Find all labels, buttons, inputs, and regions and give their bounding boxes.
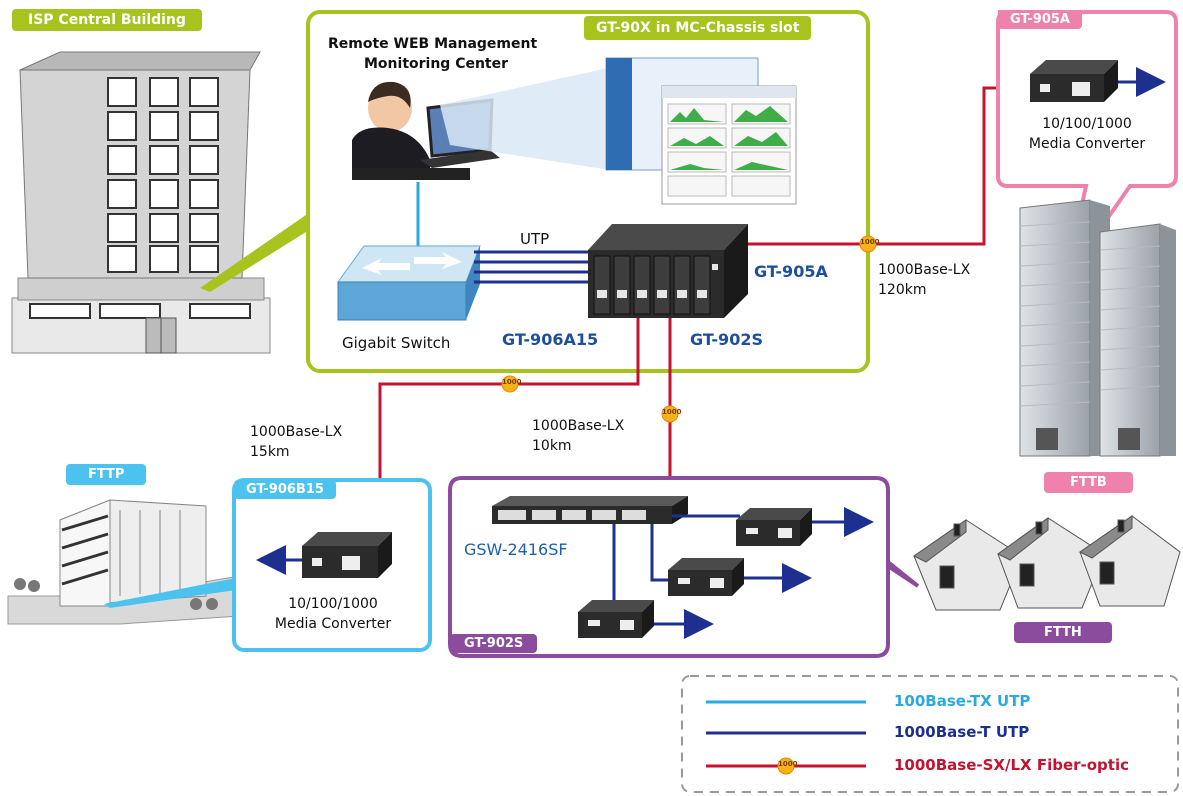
legend-label-fiber: 1000Base-SX/LX Fiber-optic [894, 756, 1129, 774]
fttb-tag: FTTB [1044, 472, 1133, 493]
gt905a-tag: GT-905A [998, 10, 1082, 29]
mc-chassis-icon [588, 224, 748, 318]
gsw-switch-icon [492, 496, 688, 524]
media-converter-top-icon [1030, 60, 1118, 102]
link-right-type: 1000Base-LX [878, 262, 971, 278]
link-right-distance: 120km [878, 282, 927, 298]
ftth-tag: FTTH [1014, 622, 1112, 643]
fttp-building-icon [7, 499, 241, 625]
mc-top-speed-label: 10/100/1000 [1042, 116, 1132, 132]
fiber-badge-text: 1000 [662, 408, 682, 416]
gigabit-switch-icon [337, 245, 481, 321]
web-management-screenshot-icon [605, 57, 797, 205]
legend-fiber-badge-text: 1000 [778, 760, 798, 768]
gt906a15-label: GT-906A15 [502, 330, 599, 349]
gt906b15-tag: GT-906B15 [234, 480, 336, 499]
legend-label-t: 1000Base-T UTP [894, 723, 1030, 741]
gt905a-label: GT-905A [754, 262, 828, 281]
utp-t-arrows-ftth [654, 507, 874, 639]
gigabit-switch-label: Gigabit Switch [342, 334, 451, 352]
isp-building-tag: ISP Central Building [12, 9, 202, 31]
link-mid-distance: 10km [532, 438, 572, 454]
link-left-type: 1000Base-LX [250, 424, 343, 440]
fttb-building-icon [1019, 199, 1176, 457]
chassis-slot-tag: GT-90X in MC-Chassis slot [584, 16, 812, 40]
gt902s-label: GT-902S [690, 330, 763, 349]
fttp-callout-wedge [104, 578, 236, 608]
legend-fiber-badge-icon [777, 757, 795, 775]
mc-left-name-label: Media Converter [274, 616, 392, 632]
utp-t-lines-gsw [612, 514, 740, 608]
gt902s-tag: GT-902S [450, 634, 538, 653]
media-converter-ftth-icon [578, 508, 812, 638]
fiber-badge-text: 1000 [502, 378, 522, 386]
mc-left-speed-label: 10/100/1000 [288, 596, 378, 612]
callout-wedge [200, 215, 306, 292]
fttp-tag: FTTP [66, 464, 147, 485]
utp-t-lines-switch [474, 250, 592, 284]
ftth-houses-icon [913, 515, 1181, 611]
isp-building-icon [11, 51, 271, 354]
link-mid-type: 1000Base-LX [532, 418, 625, 434]
fiber-badge-text: 1000 [860, 238, 880, 246]
legend-box [681, 675, 1179, 793]
utp-label: UTP [520, 230, 550, 248]
mc-top-name-label: Media Converter [1028, 136, 1146, 152]
monitoring-center-label: Monitoring Center [364, 56, 509, 72]
link-left-distance: 15km [250, 444, 290, 460]
fiber-badge-icon [501, 235, 877, 423]
media-converter-left-icon [302, 532, 392, 578]
legend-label-tx: 100Base-TX UTP [894, 692, 1031, 710]
gsw-label: GSW-2416SF [464, 540, 568, 559]
remote-web-label: Remote WEB Management [328, 36, 538, 52]
